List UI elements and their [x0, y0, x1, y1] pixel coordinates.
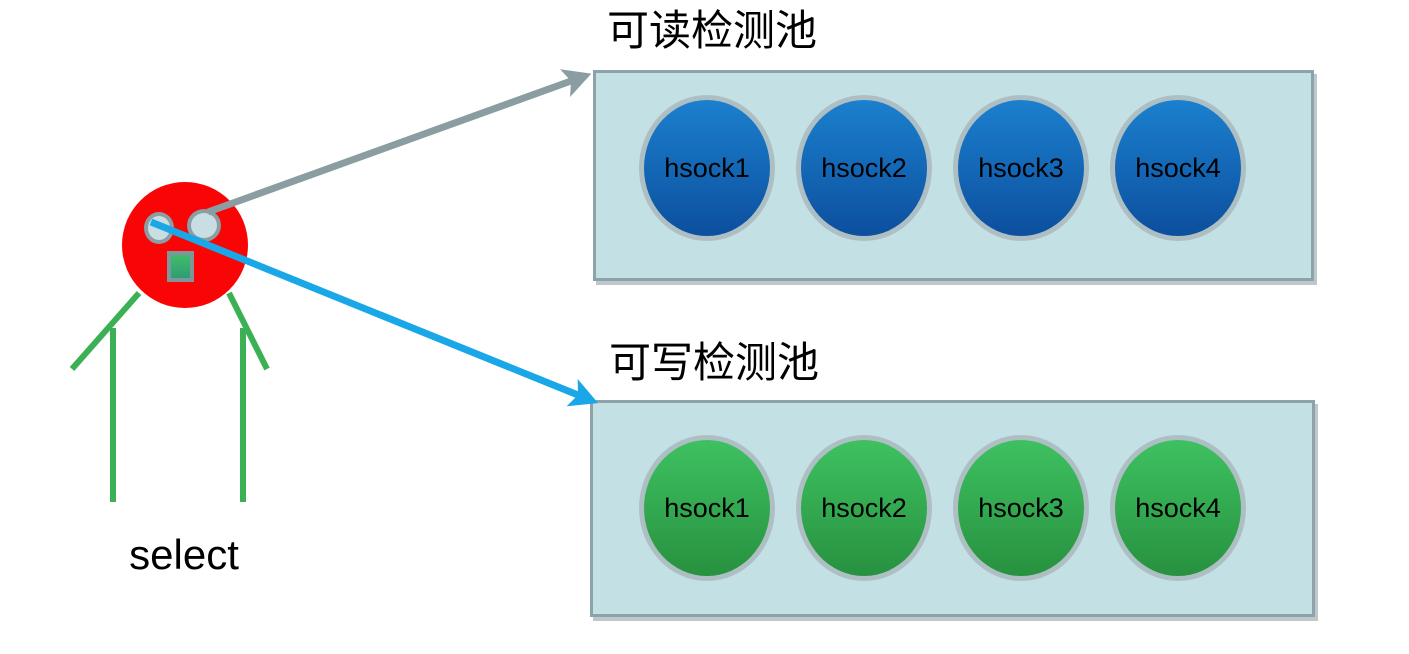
actor-eye-left	[144, 212, 174, 244]
socket-circle-writable-2: hsock2	[796, 435, 932, 581]
socket-circle-readable-4: hsock4	[1110, 95, 1246, 241]
socket-label: hsock4	[1135, 492, 1221, 523]
pool-title-writable: 可写检测池	[609, 338, 820, 387]
socket-label: hsock1	[664, 492, 750, 523]
actor-arm-right	[226, 291, 270, 371]
socket-circle-writable-3: hsock3	[953, 435, 1089, 581]
pool-title-readable: 可读检测池	[607, 6, 818, 55]
actor-eye-right	[187, 209, 221, 242]
socket-circle-writable-4: hsock4	[1110, 435, 1246, 581]
actor-head	[122, 182, 248, 308]
socket-label: hsock4	[1135, 152, 1221, 183]
select-label: select	[129, 531, 239, 578]
socket-circle-readable-2: hsock2	[796, 95, 932, 241]
socket-label: hsock3	[978, 152, 1064, 183]
socket-circle-readable-3: hsock3	[953, 95, 1089, 241]
socket-label: hsock1	[664, 152, 750, 183]
socket-label: hsock2	[821, 152, 907, 183]
socket-circle-readable-1: hsock1	[639, 95, 775, 241]
socket-label: hsock2	[821, 492, 907, 523]
actor-arm-left	[69, 291, 142, 371]
socket-label: hsock3	[978, 492, 1064, 523]
arrow-to-readable-pool	[206, 69, 592, 216]
socket-circle-writable-1: hsock1	[639, 435, 775, 581]
actor-nose	[167, 251, 194, 282]
